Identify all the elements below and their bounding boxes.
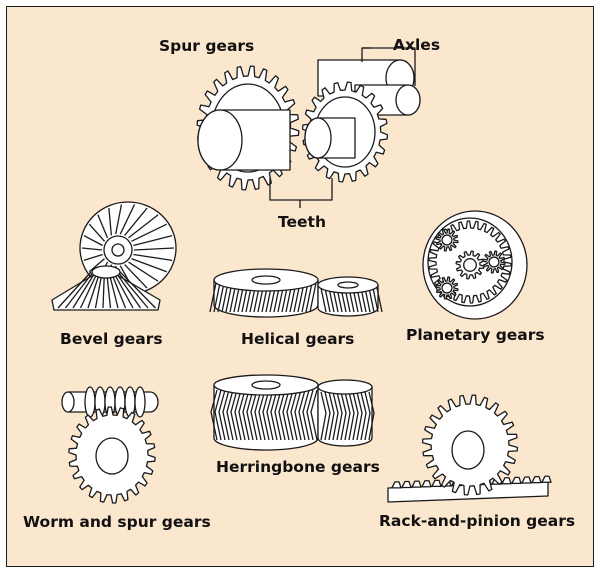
herringbone-gears-illustration — [210, 374, 375, 451]
worm-spur-gears-illustration — [61, 386, 159, 504]
label-worm-spur-gears: Worm and spur gears — [23, 513, 211, 531]
spur-gears-illustration — [196, 59, 421, 191]
leader-lines — [269, 47, 416, 208]
label-bevel-gears: Bevel gears — [60, 330, 163, 348]
label-rack-pinion-gears: Rack-and-pinion gears — [379, 512, 576, 530]
helical-gears-illustration — [209, 268, 383, 318]
label-planetary-gears: Planetary gears — [406, 326, 545, 344]
label-axles: Axles — [393, 36, 441, 54]
label-spur-gears: Spur gears — [159, 37, 255, 55]
label-helical-gears: Helical gears — [241, 330, 355, 348]
rack-and-pinion-illustration — [387, 394, 552, 503]
planetary-gears-illustration — [422, 210, 528, 320]
label-teeth: Teeth — [278, 213, 326, 231]
label-herringbone-gears: Herringbone gears — [216, 458, 380, 476]
bevel-gears-illustration — [51, 201, 177, 311]
